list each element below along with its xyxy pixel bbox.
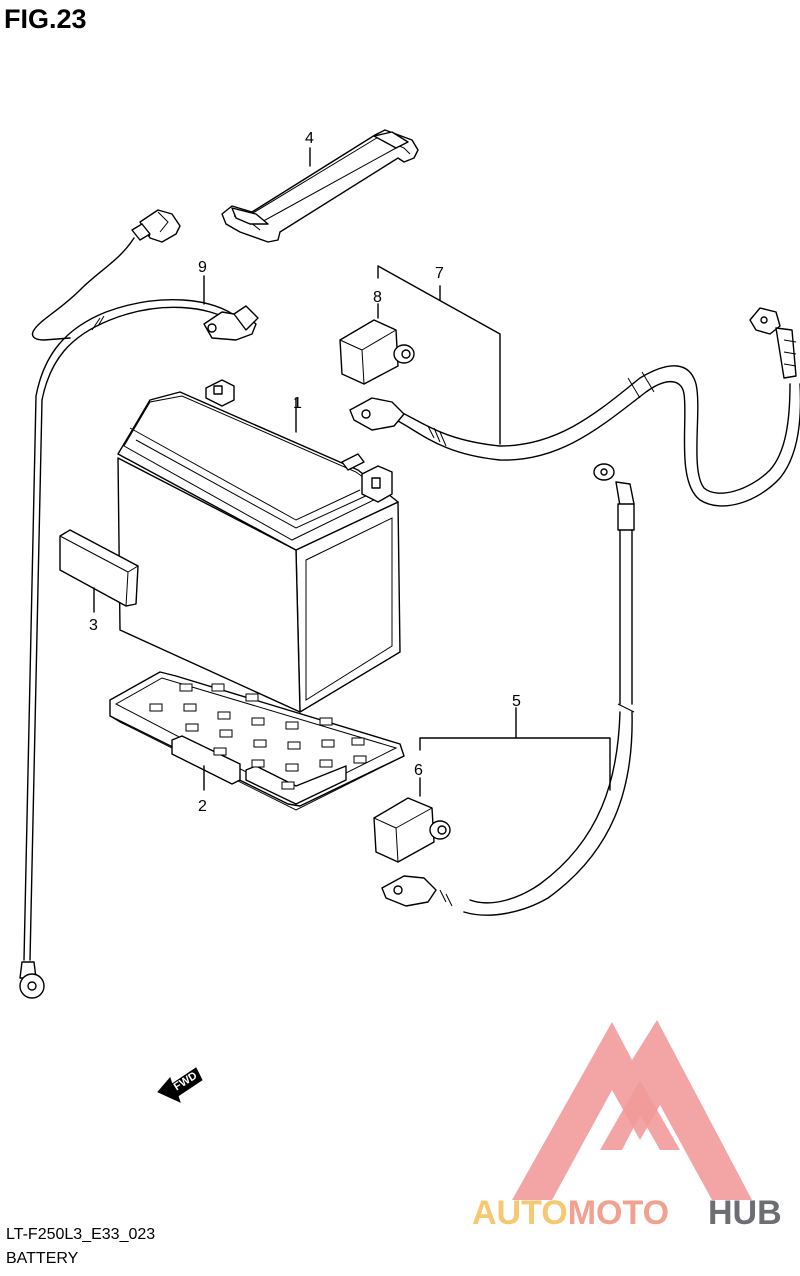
callout-6: 6 (414, 762, 423, 779)
part-9-lead-wire (19, 209, 259, 999)
watermark-auto: AUTO (472, 1194, 568, 1232)
watermark-logo: AUTOMOTO HUB (472, 1020, 782, 1232)
callout-1: 1 (293, 395, 302, 412)
figure-code: LT-F250L3_E33_023 (6, 1226, 156, 1243)
figure-title: FIG.23 (4, 4, 87, 34)
part-7-positive-lead (349, 265, 800, 507)
fwd-arrow: FWD (157, 1067, 203, 1103)
callout-9: 9 (198, 259, 207, 276)
part-4-battery-strap (221, 129, 419, 243)
watermark-text-hub: HUB (708, 1194, 782, 1232)
callout-3: 3 (89, 617, 98, 634)
part-1-battery (117, 379, 401, 713)
part-8-terminal-cover (339, 303, 415, 385)
callout-5: 5 (512, 693, 521, 710)
part-3-pad (59, 529, 139, 613)
callout-2: 2 (198, 798, 207, 815)
part-2-battery-tray (109, 671, 405, 811)
callout-7: 7 (435, 265, 444, 282)
watermark-text-automoto: AUTOMOTO (472, 1194, 669, 1232)
part-6-terminal-cover (373, 777, 451, 863)
part-5-negative-lead (381, 463, 635, 916)
figure-caption: BATTERY (6, 1250, 79, 1267)
callout-4: 4 (305, 130, 314, 147)
callout-8: 8 (373, 289, 382, 306)
watermark-moto: MOTO (568, 1194, 669, 1232)
